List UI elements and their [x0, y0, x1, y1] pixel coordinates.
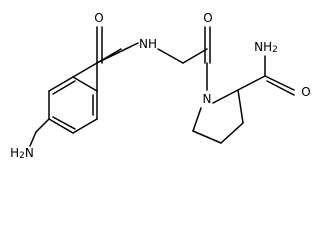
- bond: [72, 62, 98, 78]
- bond: [237, 75, 266, 91]
- benzene-ring: [48, 62, 98, 134]
- bond: [72, 118, 98, 134]
- pyrrolidine-ring: [192, 89, 244, 144]
- bond: [157, 48, 184, 64]
- atom-label-o-right: O: [301, 85, 310, 99]
- bond: [52, 80, 76, 95]
- bond: [48, 118, 74, 134]
- bond: [52, 116, 76, 130]
- bond: [192, 107, 202, 132]
- bond: [212, 89, 239, 104]
- bond: [29, 131, 37, 147]
- atom-label-n-ring: N: [203, 92, 212, 106]
- atom-label-nh-mid: NH: [139, 37, 157, 51]
- bond: [266, 80, 295, 96]
- atom-label-o-amide: O: [94, 11, 103, 25]
- bond: [237, 89, 244, 124]
- atom-label-o-ketone: O: [203, 11, 212, 25]
- bond: [35, 118, 50, 133]
- bond: [48, 76, 74, 92]
- molecule-structure: O NH O N O H2N NH2: [10, 11, 311, 161]
- bond: [220, 122, 244, 144]
- bond: [96, 42, 139, 64]
- atom-label-h2n-bottom: H2N: [10, 146, 34, 161]
- bond: [182, 48, 208, 64]
- bond: [192, 130, 222, 144]
- bond: [264, 75, 295, 91]
- atom-label-nh2-top: NH2: [254, 40, 278, 55]
- bond: [72, 76, 98, 92]
